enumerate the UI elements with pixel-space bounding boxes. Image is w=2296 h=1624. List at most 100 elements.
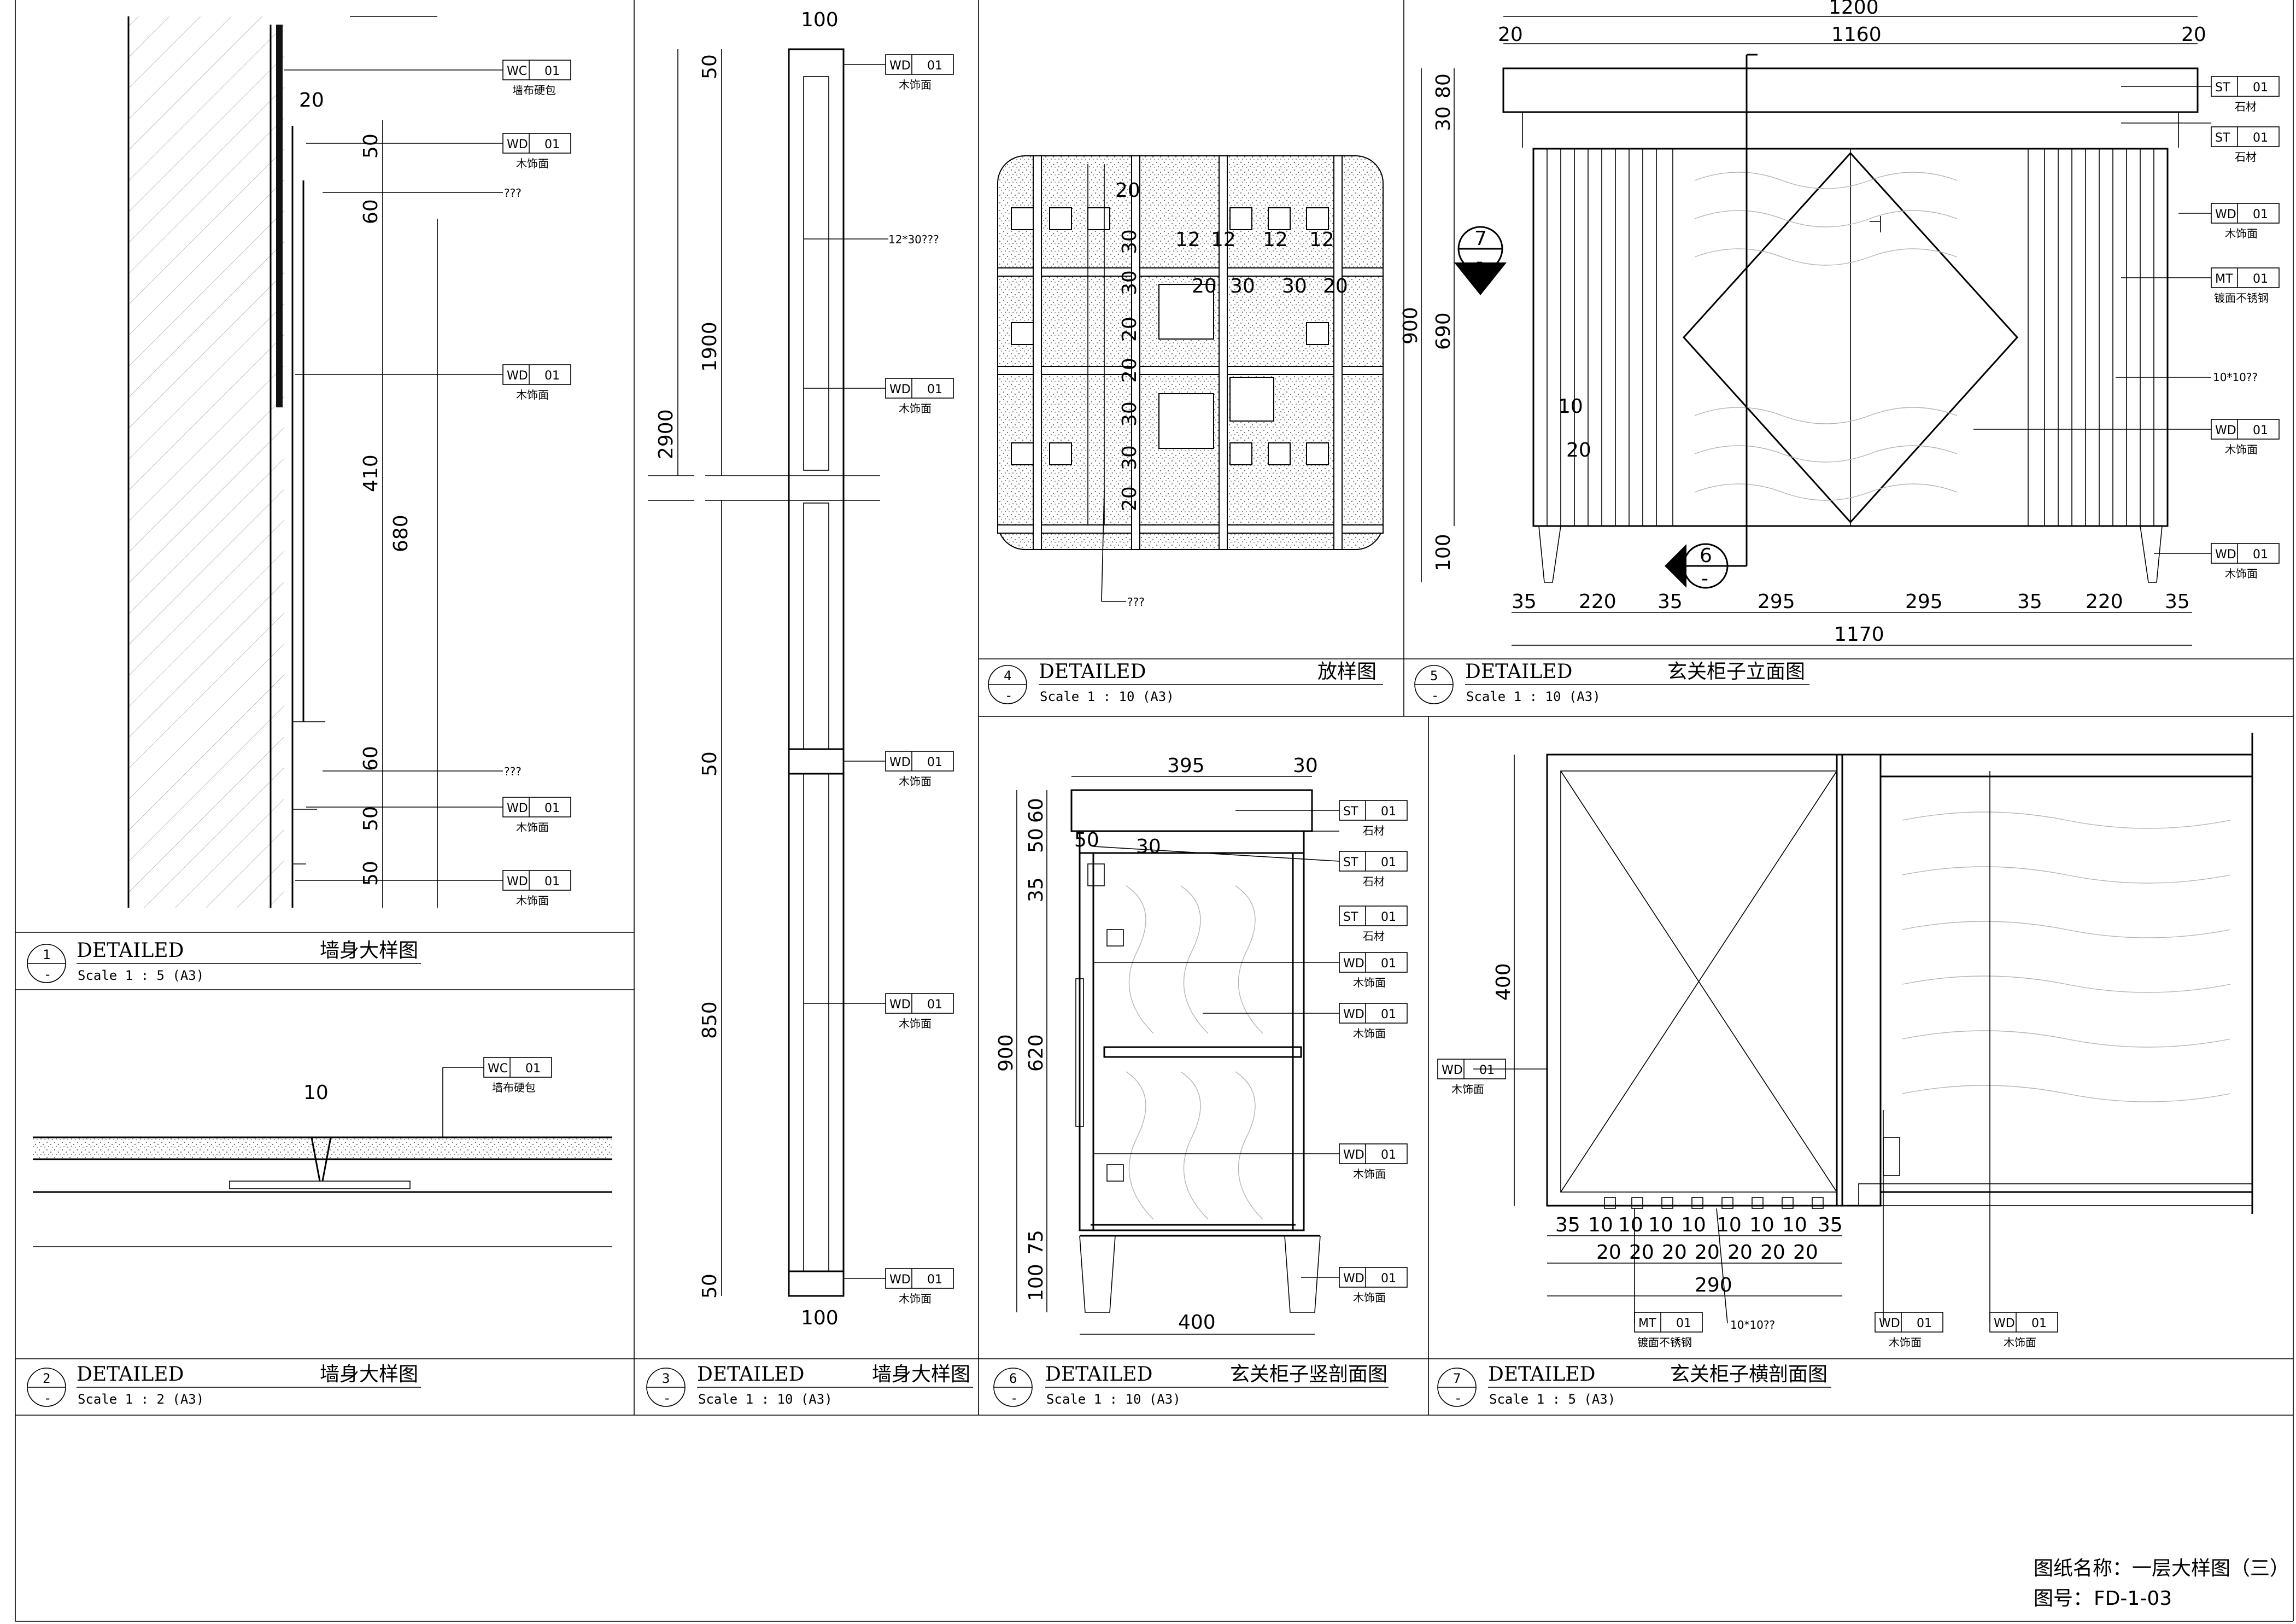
tag-st-d5a: ST 01 石材 <box>2211 76 2280 113</box>
tag-st-d6a: ST 01 石材 <box>1339 800 1408 837</box>
svg-text:WD: WD <box>889 1273 911 1287</box>
svg-text:410: 410 <box>360 454 382 492</box>
tag-wd-d3e: WD 01 木饰面 <box>885 1268 954 1305</box>
svg-text:石材: 石材 <box>1363 930 1385 943</box>
svg-text:5: 5 <box>1430 668 1438 684</box>
tag-wd-d7c: WD 01 木饰面 <box>1989 1312 2058 1349</box>
title-block-2: 2 - DETAILED 墙身大样图 Scale 1 : 2 (A3) <box>27 1363 421 1407</box>
svg-text:木饰面: 木饰面 <box>516 157 549 170</box>
svg-text:400: 400 <box>1492 963 1515 1001</box>
svg-text:木饰面: 木饰面 <box>516 821 549 834</box>
svg-text:50: 50 <box>699 54 721 79</box>
note-d5: 10*10?? <box>2213 371 2258 384</box>
svg-text:20: 20 <box>1566 439 1591 462</box>
svg-text:WD: WD <box>889 59 911 73</box>
svg-text:1: 1 <box>43 947 50 962</box>
svg-text:100: 100 <box>1432 534 1455 571</box>
tag-wd-d7b: WD 01 木饰面 <box>1875 1312 1943 1349</box>
svg-text:01: 01 <box>1381 856 1396 869</box>
svg-text:WD: WD <box>507 875 528 889</box>
svg-text:WD: WD <box>889 383 911 396</box>
svg-text:50: 50 <box>360 861 382 886</box>
svg-text:100: 100 <box>1025 1264 1047 1301</box>
svg-text:7: 7 <box>1474 227 1487 250</box>
tag-wd-d3a: WD 01 木饰面 <box>885 54 954 91</box>
tag-wd-d5a: WD 01 木饰面 <box>2211 203 2280 240</box>
svg-text:ST: ST <box>2215 131 2230 145</box>
svg-text:20: 20 <box>1695 1241 1720 1264</box>
svg-text:20: 20 <box>1629 1241 1654 1264</box>
svg-text:01: 01 <box>2031 1317 2047 1330</box>
svg-text:WD: WD <box>2215 208 2236 221</box>
svg-text:01: 01 <box>1381 1008 1396 1021</box>
svg-text:01: 01 <box>2253 131 2268 145</box>
svg-text:墙身大样图: 墙身大样图 <box>872 1363 970 1386</box>
svg-text:30: 30 <box>1118 445 1141 470</box>
svg-text:DETAILED: DETAILED <box>1488 1363 1595 1386</box>
svg-text:10: 10 <box>1717 1214 1742 1236</box>
svg-text:01: 01 <box>544 369 560 383</box>
svg-text:35: 35 <box>2017 591 2042 613</box>
svg-text:35: 35 <box>1512 591 1537 613</box>
svg-text:30: 30 <box>1230 275 1255 297</box>
svg-text:01: 01 <box>2253 424 2268 437</box>
svg-text:木饰面: 木饰面 <box>2225 227 2258 240</box>
svg-text:295: 295 <box>1758 591 1795 613</box>
svg-text:WD: WD <box>2215 424 2236 437</box>
svg-text:1170: 1170 <box>1834 623 1884 646</box>
svg-text:20: 20 <box>1727 1241 1753 1264</box>
svg-text:Scale 1 : 10 (A3): Scale 1 : 10 (A3) <box>1040 689 1174 704</box>
svg-text:3: 3 <box>662 1371 670 1386</box>
svg-text:WD: WD <box>2215 548 2236 562</box>
svg-text:50: 50 <box>1074 829 1099 851</box>
svg-text:12: 12 <box>1263 229 1288 251</box>
svg-text:20: 20 <box>1793 1241 1818 1264</box>
note-bar: 12*30??? <box>888 233 939 246</box>
svg-text:30: 30 <box>1118 229 1141 254</box>
svg-text:MT: MT <box>2215 272 2233 286</box>
svg-text:玄关柜子竖剖面图: 玄关柜子竖剖面图 <box>1230 1363 1387 1386</box>
title-block-3: 3 - DETAILED 墙身大样图 Scale 1 : 10 (A3) <box>646 1363 973 1407</box>
svg-text:墙布硬包: 墙布硬包 <box>492 1081 536 1094</box>
svg-text:FD-1-03: FD-1-03 <box>2094 1587 2172 1610</box>
detail-2-joint: 10 <box>33 1067 612 1247</box>
tag-st-d5b: ST 01 石材 <box>2211 126 2280 163</box>
svg-text:墙身大样图: 墙身大样图 <box>320 939 418 962</box>
svg-text:12: 12 <box>1309 229 1334 251</box>
svg-text:墙布硬包: 墙布硬包 <box>512 84 556 97</box>
svg-text:20: 20 <box>1498 24 1523 46</box>
svg-text:WD: WD <box>507 369 528 383</box>
svg-text:-: - <box>1476 250 1483 273</box>
svg-text:木饰面: 木饰面 <box>1353 976 1386 989</box>
svg-text:MT: MT <box>1638 1317 1656 1330</box>
svg-text:-: - <box>1010 1391 1018 1406</box>
svg-text:690: 690 <box>1432 312 1455 350</box>
svg-text:850: 850 <box>699 1001 721 1039</box>
svg-text:-: - <box>1701 568 1708 590</box>
svg-text:玄关柜子立面图: 玄关柜子立面图 <box>1667 661 1805 683</box>
svg-text:6: 6 <box>1700 545 1712 567</box>
svg-text:DETAILED: DETAILED <box>1045 1363 1152 1386</box>
svg-text:WD: WD <box>1879 1317 1900 1330</box>
svg-text:DETAILED: DETAILED <box>697 1363 804 1386</box>
svg-text:01: 01 <box>1381 1272 1396 1286</box>
svg-text:石材: 石材 <box>1363 875 1385 888</box>
svg-text:石材: 石材 <box>2235 100 2257 113</box>
svg-text:WD: WD <box>1994 1317 2015 1330</box>
tag-wd-d6d: WD 01 木饰面 <box>1339 1267 1408 1304</box>
tag-wd-d6a: WD 01 木饰面 <box>1339 952 1408 989</box>
svg-text:620: 620 <box>1025 1034 1047 1072</box>
svg-text:01: 01 <box>927 59 942 73</box>
svg-text:10: 10 <box>1588 1214 1613 1236</box>
svg-text:01: 01 <box>927 383 942 396</box>
svg-text:01: 01 <box>927 998 942 1012</box>
detail-4-lattice: 20 30 12 12 12 12 20 30 30 20 30 20 20 3… <box>997 155 1384 609</box>
svg-text:Scale 1 : 10 (A3): Scale 1 : 10 (A3) <box>1046 1392 1181 1407</box>
svg-text:木饰面: 木饰面 <box>1353 1167 1386 1181</box>
svg-text:400: 400 <box>1178 1311 1216 1334</box>
title-block-5: 5 - DETAILED 玄关柜子立面图 Scale 1 : 10 (A3) <box>1414 661 1809 704</box>
svg-text:Scale 1 : 2 (A3): Scale 1 : 2 (A3) <box>78 1392 204 1407</box>
svg-text:Scale 1 : 10 (A3): Scale 1 : 10 (A3) <box>698 1392 833 1407</box>
svg-text:Scale 1 : 10 (A3): Scale 1 : 10 (A3) <box>1466 689 1601 704</box>
